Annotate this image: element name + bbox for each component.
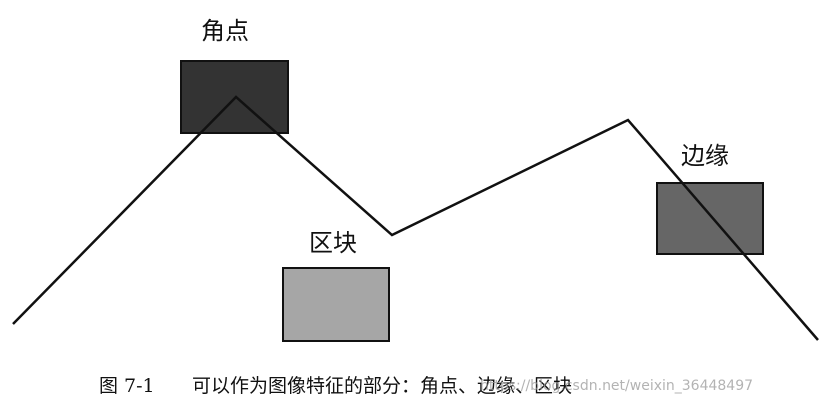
caption-text: 可以作为图像特征的部分：角点、边缘、区块 [192, 375, 572, 397]
contour-line [12, 95, 819, 341]
watermark-text: https://blog.csdn.net/weixin_36448497 [480, 378, 753, 394]
blob-box [282, 267, 390, 342]
corner-label: 角点 [201, 17, 249, 45]
edge-box [656, 182, 764, 255]
blob-label: 区块 [309, 229, 357, 257]
edge-label: 边缘 [681, 142, 729, 170]
caption-figure-number: 图 7-1 [99, 375, 155, 397]
